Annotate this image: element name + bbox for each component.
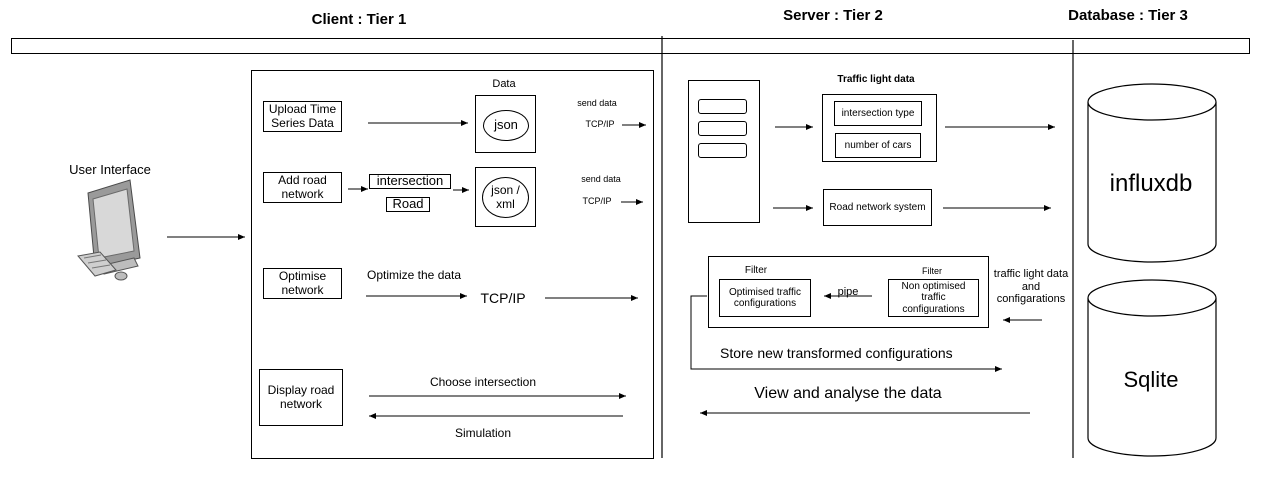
sqlite-cylinder <box>1087 279 1217 457</box>
server-icon <box>688 80 760 223</box>
upload-time-series-box: Upload Time Series Data <box>263 101 342 132</box>
client-tier-container <box>251 70 654 459</box>
optimised-configs-box: Optimised traffic configurations <box>719 279 811 317</box>
tier-1-title: Client : Tier 1 <box>311 11 407 28</box>
data-label: Data <box>492 78 516 90</box>
optimise-network-box: Optimise network <box>263 268 342 299</box>
server-slot-1 <box>698 99 747 114</box>
tcpip-label-3: TCP/IP <box>480 290 526 306</box>
intersection-type-box: intersection type <box>834 101 922 126</box>
optimize-the-data-label: Optimize the data <box>367 268 462 282</box>
influxdb-cylinder <box>1087 83 1217 263</box>
tier-3-title: Database : Tier 3 <box>1068 7 1188 24</box>
send-data-label-1: send data <box>577 98 617 108</box>
road-box: Road <box>386 196 430 212</box>
store-new-configs-label: Store new transformed configurations <box>720 345 953 361</box>
sqlite-label: Sqlite <box>1123 367 1179 392</box>
number-of-cars-box: number of cars <box>835 133 921 158</box>
choose-intersection-label: Choose intersection <box>429 375 537 389</box>
pipe-label: pipe <box>837 286 859 298</box>
tcpip-label-1: TCP/IP <box>585 119 615 129</box>
json-ellipse: json <box>483 110 529 141</box>
arrow-store-configs <box>690 295 1002 372</box>
influxdb-label: influxdb <box>1109 170 1193 197</box>
tcpip-label-2: TCP/IP <box>582 196 612 206</box>
simulation-label: Simulation <box>454 426 512 440</box>
user-interface-label: User Interface <box>69 162 151 177</box>
tier-header-band <box>11 38 1250 54</box>
intersection-box: intersection <box>369 173 451 189</box>
server-slot-3 <box>698 143 747 158</box>
display-road-network-box: Display road network <box>259 369 343 426</box>
json-xml-ellipse: json / xml <box>482 177 529 218</box>
server-slot-2 <box>698 121 747 136</box>
send-data-label-2: send data <box>581 174 621 184</box>
filter-label-right: Filter <box>922 266 942 276</box>
filter-label-left: Filter <box>744 265 768 276</box>
non-optimised-configs-box: Non optimised traffic configurations <box>888 279 979 317</box>
add-road-network-box: Add road network <box>263 172 342 203</box>
computer-icon <box>77 179 141 281</box>
traffic-light-data-title: Traffic light data <box>837 74 915 85</box>
tier-2-title: Server : Tier 2 <box>783 7 883 24</box>
road-network-system-box: Road network system <box>823 189 932 226</box>
traffic-light-data-container <box>822 94 937 162</box>
traffic-light-data-and-configs-label: traffic light data and configarations <box>993 268 1069 306</box>
json-container <box>475 95 536 153</box>
view-analyse-label: View and analyse the data <box>754 385 942 402</box>
filter-container <box>708 256 989 328</box>
json-xml-container <box>475 167 536 227</box>
